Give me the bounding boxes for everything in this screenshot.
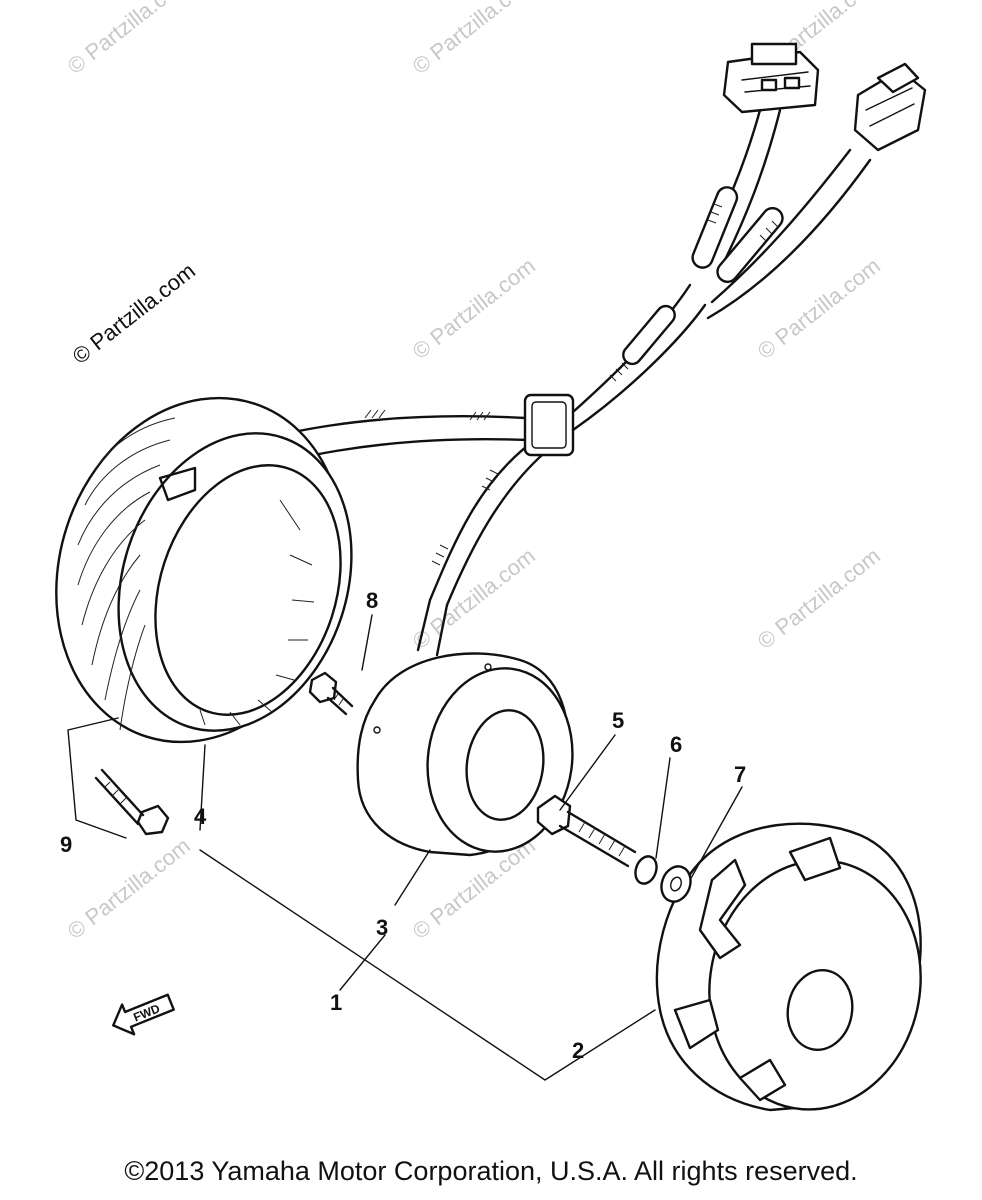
watermark: © Partzilla.com (408, 0, 540, 79)
callouts: 1 2 3 4 5 6 7 8 9 (60, 588, 746, 1063)
forward-arrow-icon: FWD (112, 993, 175, 1036)
copyright-notice: ©2013 Yamaha Motor Corporation, U.S.A. A… (124, 1156, 858, 1186)
watermark: © Partzilla.com (408, 253, 540, 364)
watermark: © Partzilla.com (63, 0, 195, 79)
callout-9: 9 (60, 832, 72, 857)
plain-washer (660, 865, 692, 903)
leader-lines (67, 614, 743, 1081)
watermark: © Partzilla.com (408, 543, 540, 654)
watermark: © Partzilla.com (63, 833, 195, 944)
wire-grommet (523, 393, 575, 457)
bolt (536, 794, 637, 868)
pickup-coil (356, 652, 574, 857)
callout-1: 1 (330, 990, 342, 1015)
callout-6: 6 (670, 732, 682, 757)
flywheel-rotor (655, 822, 922, 1112)
wire-sleeve (716, 206, 784, 284)
wire-sleeve (622, 304, 676, 366)
stator-coil (55, 396, 353, 744)
wire-connector-right (853, 62, 927, 152)
callout-4: 4 (194, 804, 207, 829)
wire-connector-left (722, 42, 820, 114)
spring-washer (634, 855, 658, 885)
screw-8 (308, 671, 354, 716)
callout-2: 2 (572, 1038, 584, 1063)
wire-harness (183, 42, 927, 657)
watermark: © Partzilla.com (753, 543, 885, 654)
callout-8: 8 (366, 588, 378, 613)
callout-3: 3 (376, 915, 388, 940)
watermark: © Partzilla.com (68, 258, 200, 369)
wire-sleeve (691, 186, 739, 269)
callout-5: 5 (612, 708, 624, 733)
callout-7: 7 (734, 762, 746, 787)
screw-9 (94, 768, 170, 836)
